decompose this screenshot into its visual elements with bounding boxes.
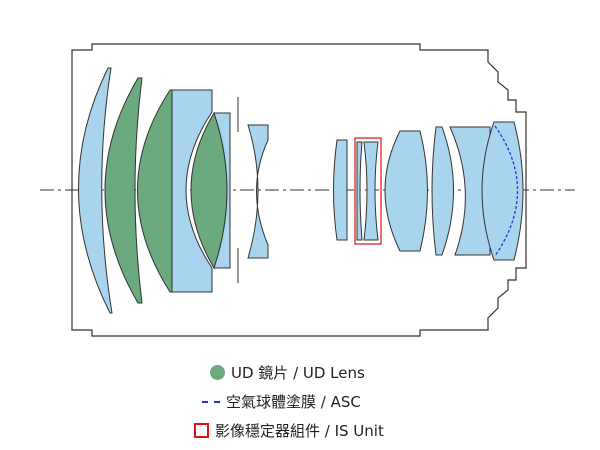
lens-barrel-outline — [71, 43, 527, 337]
is-lens-a — [356, 141, 363, 241]
lens-diagram — [40, 43, 575, 337]
lens-element-7 — [247, 124, 269, 259]
asc-coating — [494, 125, 519, 257]
legend-item-is-unit: 影像穩定器組件 / IS Unit — [194, 420, 384, 441]
red-square-icon — [194, 423, 209, 438]
legend-label: UD 鏡片 / UD Lens — [231, 364, 365, 382]
lens-element-10 — [431, 126, 454, 256]
lens-element-6 — [213, 112, 231, 269]
is-lens-b — [363, 141, 379, 241]
ud-lens-element-3 — [137, 89, 175, 293]
lens-element-1 — [78, 67, 113, 314]
legend-label: 空氣球體塗膜 / ASC — [226, 393, 361, 411]
lens-element-9 — [384, 130, 428, 252]
lens-element-12 — [481, 121, 524, 261]
blue-dashed-line-icon — [202, 400, 220, 403]
ud-lens-element-2 — [104, 77, 143, 304]
lens-element-8 — [333, 139, 348, 241]
legend-item-ud-lens: UD 鏡片 / UD Lens — [210, 362, 365, 383]
is-unit-box — [354, 137, 382, 245]
legend-label: 影像穩定器組件 / IS Unit — [215, 422, 384, 440]
green-dot-icon — [210, 365, 225, 380]
legend-item-asc: 空氣球體塗膜 / ASC — [202, 391, 361, 412]
lens-element-4 — [171, 89, 213, 293]
